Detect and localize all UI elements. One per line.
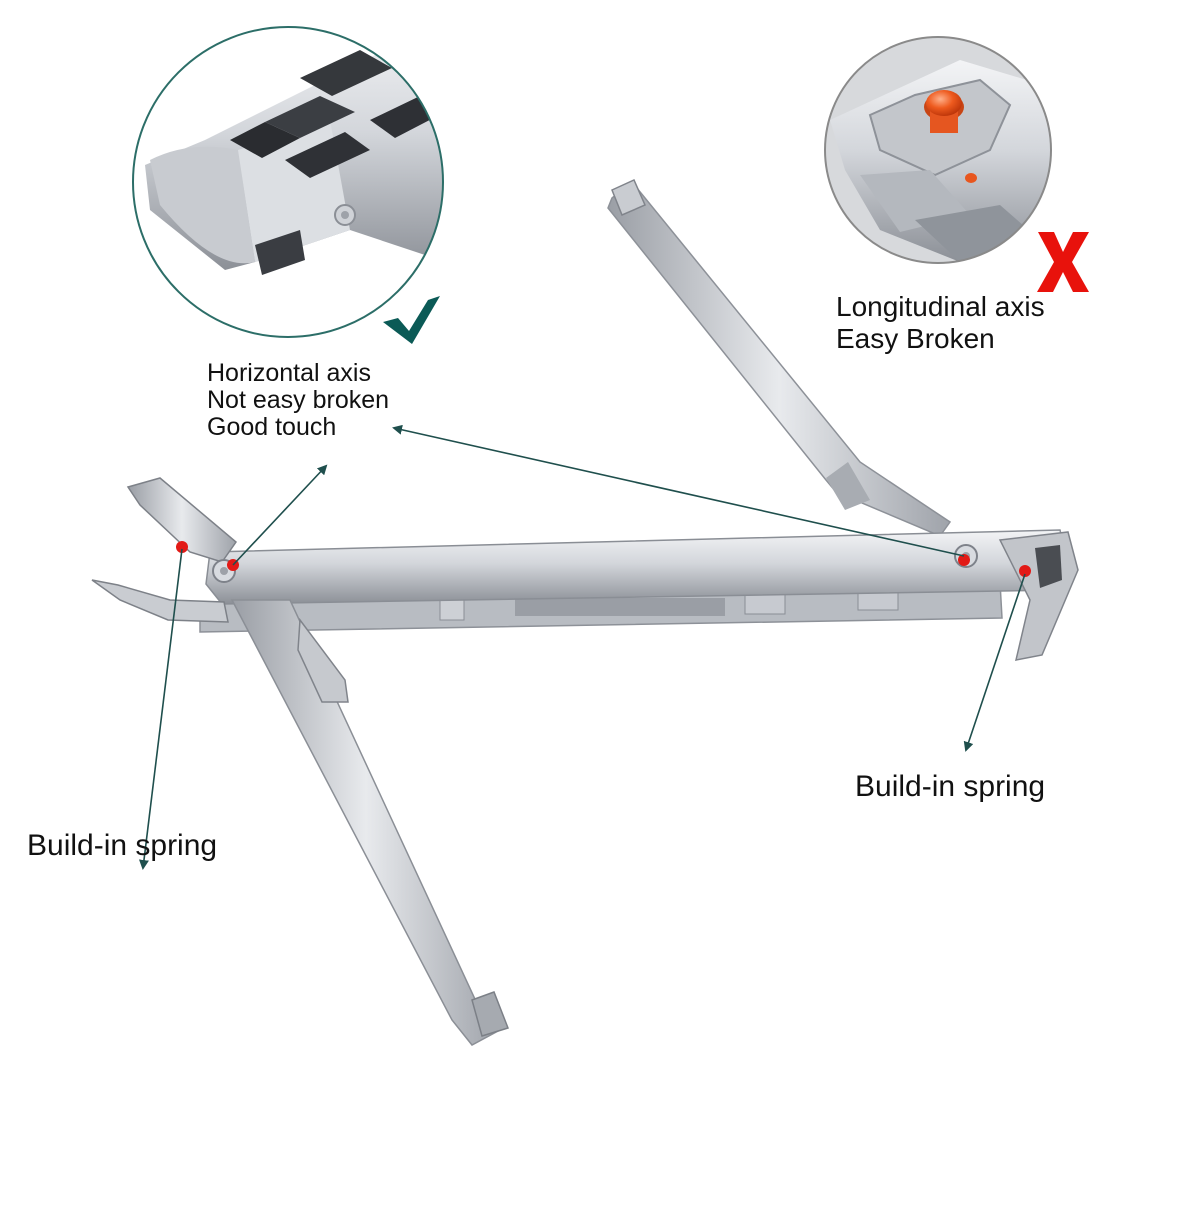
left-jaw <box>91 477 238 623</box>
spring-dot-right <box>1019 565 1031 577</box>
longitudinal-axis-line2: Easy Broken <box>836 323 995 354</box>
axis-dot-right <box>958 554 970 566</box>
spring-label-left: Build-in spring <box>27 829 218 862</box>
horizontal-axis-line1: Horizontal axis <box>207 359 371 387</box>
longitudinal-axis-line1: Longitudinal axis <box>836 291 1045 322</box>
arrow-left-axis <box>232 464 328 566</box>
checkmark-icon <box>383 296 440 344</box>
nail-clipper <box>91 179 1079 1046</box>
spring-dot-left <box>176 541 188 553</box>
spring-label-right: Build-in spring <box>855 770 1046 803</box>
lower-lever <box>230 599 509 1046</box>
callout-arrows <box>139 424 1026 870</box>
zoom-circle-longitudinal-axis <box>824 36 1052 264</box>
cross-icon <box>1037 232 1089 292</box>
main-bar <box>205 529 1079 661</box>
zoom-circle-horizontal-axis <box>132 26 444 338</box>
arrow-right-axis <box>392 424 965 557</box>
marker-dots <box>176 541 1031 577</box>
arrow-spring-left <box>139 548 183 870</box>
horizontal-axis-line2: Not easy broken <box>207 386 390 414</box>
arrow-spring-right <box>963 573 1026 752</box>
longitudinal-axis-caption: Longitudinal axis Easy Broken <box>836 291 1045 355</box>
horizontal-axis-caption: Horizontal axis Not easy broken Good tou… <box>207 360 389 441</box>
pin-icon <box>926 90 962 116</box>
horizontal-axis-line3: Good touch <box>207 413 337 441</box>
